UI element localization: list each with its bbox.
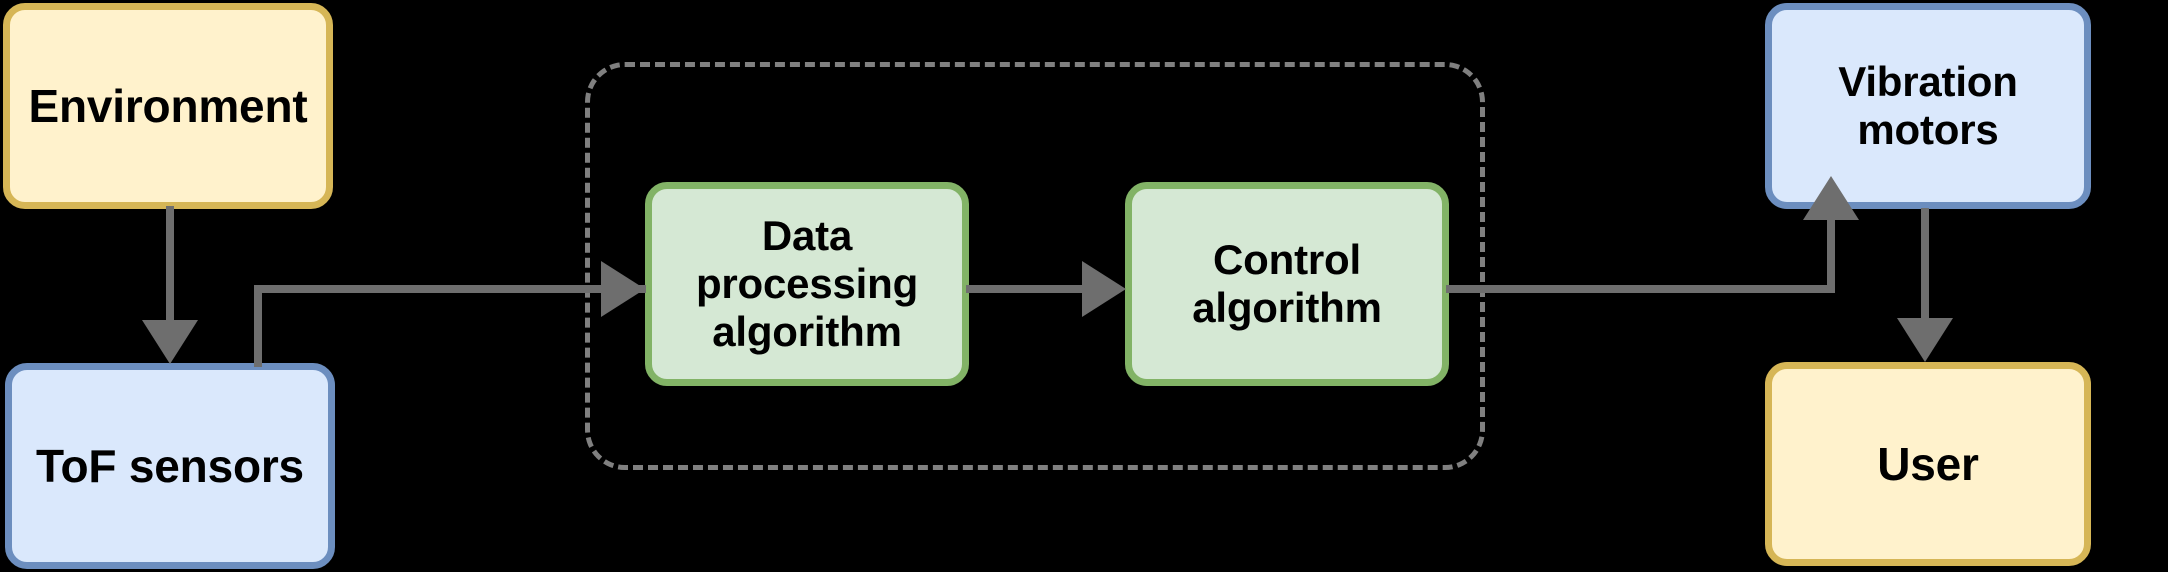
node-user-label: User <box>1877 437 1979 490</box>
node-data-processing-algorithm[interactable]: Data processing algorithm <box>645 182 969 386</box>
node-control-algorithm-label: Control algorithm <box>1192 236 1382 331</box>
node-user[interactable]: User <box>1765 362 2091 566</box>
node-tof-sensors-label: ToF sensors <box>36 439 304 492</box>
dashed-group-container <box>585 62 1485 470</box>
node-environment-label: Environment <box>28 79 308 132</box>
edge-tof-sensors-to-data-processing-horizontal <box>254 285 646 293</box>
node-vibration-motors[interactable]: Vibration motors <box>1765 3 2091 209</box>
edge-control-algorithm-to-vibration-motors-vertical <box>1827 218 1835 293</box>
node-data-processing-algorithm-label: Data processing algorithm <box>695 212 919 355</box>
edge-tof-sensors-to-data-processing-vertical <box>254 285 262 367</box>
node-environment[interactable]: Environment <box>3 3 333 209</box>
arrowhead-down-icon <box>142 320 198 364</box>
edge-environment-to-tof-sensors <box>166 206 174 326</box>
arrowhead-down-icon <box>1897 318 1953 362</box>
node-vibration-motors-label: Vibration motors <box>1838 58 2018 153</box>
edge-vibration-motors-to-user <box>1921 208 1929 324</box>
node-control-algorithm[interactable]: Control algorithm <box>1125 182 1449 386</box>
node-tof-sensors[interactable]: ToF sensors <box>5 363 335 569</box>
edge-data-processing-to-control-algorithm <box>966 285 1086 293</box>
arrowhead-up-icon <box>1803 176 1859 220</box>
arrowhead-right-icon <box>601 261 645 317</box>
arrowhead-right-icon <box>1082 261 1126 317</box>
edge-control-algorithm-to-vibration-motors-horizontal <box>1446 285 1835 293</box>
